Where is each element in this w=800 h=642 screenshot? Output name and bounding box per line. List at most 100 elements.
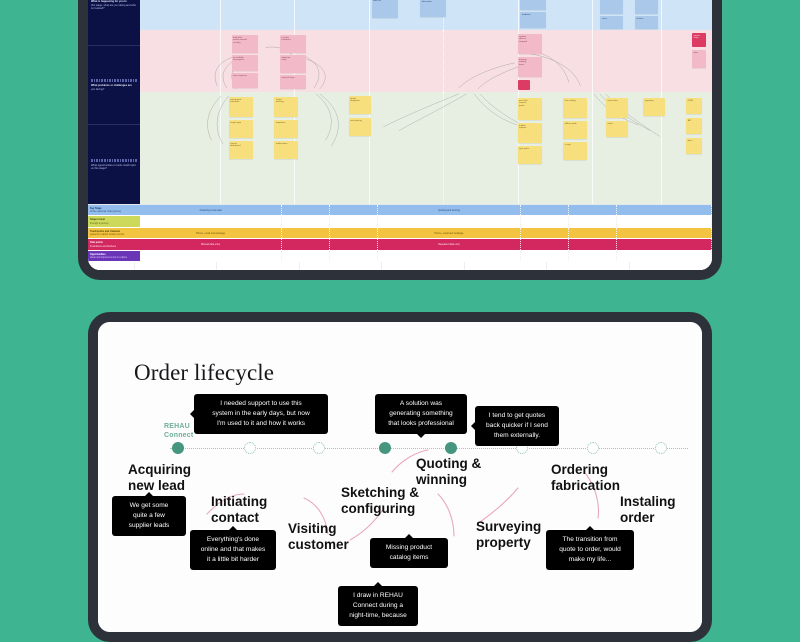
- stage-instaling-order[interactable]: Instaling order: [620, 494, 676, 525]
- journey-matrix-table[interactable]: Key Stage of the customer order journey …: [88, 204, 712, 270]
- matrix-cell[interactable]: [520, 205, 569, 216]
- matrix-row[interactable]: Key Stage of the customer order journey …: [88, 205, 712, 217]
- matrix-cells[interactable]: Phone, email and webpage Phone, email an…: [140, 227, 712, 239]
- matrix-cell[interactable]: [568, 205, 617, 216]
- stage-ordering-fabrication[interactable]: Ordering fabrication: [551, 462, 621, 493]
- sticky-note[interactable]: site surveydate set: [371, 0, 398, 18]
- timeline-dot-5[interactable]: [445, 442, 457, 454]
- row-header-opportunities[interactable]: What opportunities or tools could improv…: [88, 125, 140, 204]
- matrix-cell[interactable]: [616, 239, 712, 250]
- matrix-cell[interactable]: Quoting and winning: [378, 205, 521, 216]
- swimlanes[interactable]: order receivedenquiry datapassed on lead…: [140, 0, 712, 204]
- row-header-problems[interactable]: What problems or challenges are you faci…: [88, 46, 140, 126]
- matrix-cell[interactable]: [282, 205, 331, 216]
- matrix-cell[interactable]: Manual data entry: [140, 239, 283, 250]
- matrix-cell[interactable]: [520, 250, 569, 262]
- matrix-cells[interactable]: [140, 250, 712, 262]
- matrix-cell[interactable]: [282, 227, 331, 239]
- sticky-note[interactable]: feedback: [520, 12, 547, 28]
- matrix-row[interactable]: Opportunities ideas and improvements to …: [88, 250, 712, 263]
- timeline-dot-7[interactable]: [587, 442, 599, 454]
- matrix-row[interactable]: Stages travel through a journey: [88, 216, 712, 228]
- matrix-cell[interactable]: [520, 227, 569, 239]
- quote-support-early-days[interactable]: I needed support to use this system in t…: [190, 394, 328, 434]
- matrix-row[interactable]: Pain points frustrations and blockers Ma…: [88, 239, 712, 251]
- matrix-cell[interactable]: Phone, email and webpage: [140, 227, 283, 239]
- sticky-note[interactable]: API: [686, 118, 703, 134]
- sticky-note[interactable]: notifications: [274, 141, 299, 159]
- matrix-row-header[interactable]: Opportunities ideas and improvements to …: [88, 250, 140, 262]
- matrix-cell[interactable]: [616, 227, 712, 239]
- quote-missing-catalog[interactable]: Missing product catalog items: [370, 534, 448, 568]
- matrix-cells[interactable]: Acquiring a new lead Quoting and winning: [140, 205, 712, 216]
- matrix-cell[interactable]: [568, 250, 617, 262]
- stage-quoting-winning[interactable]: Quoting & winning: [416, 456, 482, 487]
- matrix-cells[interactable]: Manual data entry Repeated data entry: [140, 239, 712, 250]
- matrix-cell[interactable]: Acquiring a new lead: [140, 205, 283, 216]
- sticky-note[interactable]: templates: [274, 120, 299, 138]
- matrix-row-header[interactable]: Pain points frustrations and blockers: [88, 239, 140, 250]
- sticky-note[interactable]: slow response: [231, 73, 258, 88]
- quote-draw-night-time[interactable]: I draw in REHAU Connect during a night-t…: [338, 582, 418, 626]
- quote-quotes-back-quicker[interactable]: I tend to get quotes back quicker if I s…: [471, 406, 559, 446]
- timeline-dot-1[interactable]: [172, 442, 184, 454]
- quote-quote-to-order[interactable]: The transition from quote to order, woul…: [546, 526, 634, 570]
- quote-looks-professional[interactable]: A solution was generating something that…: [375, 394, 467, 438]
- matrix-cell[interactable]: [140, 216, 283, 227]
- timeline-dot-3[interactable]: [313, 442, 325, 454]
- sticky-note[interactable]: close: [600, 16, 624, 29]
- sticky-note[interactable]: offline mode: [563, 121, 588, 139]
- timeline-dot-2[interactable]: [244, 442, 256, 454]
- sticky-note[interactable]: e-sign: [563, 142, 588, 160]
- matrix-row[interactable]: Touchpoints and channels systems in whic…: [88, 227, 712, 240]
- timeline-dot-8[interactable]: [655, 442, 667, 454]
- matrix-cell[interactable]: [616, 216, 712, 227]
- matrix-row-header[interactable]: Touchpoints and channels systems in whic…: [88, 227, 140, 239]
- matrix-cell[interactable]: [378, 216, 521, 227]
- stage-sketching-configuring[interactable]: Sketching & configuring: [341, 485, 420, 516]
- journey-map-board[interactable]: What is happening for you in this stage,…: [88, 0, 712, 270]
- sticky-note[interactable]: sync parts: [517, 146, 542, 164]
- sticky-note[interactable]: handover: [600, 0, 624, 14]
- matrix-cell[interactable]: [330, 239, 379, 250]
- sticky-note[interactable]: reporting: [643, 98, 666, 116]
- stage-initiating-contact[interactable]: Initiating contact: [211, 494, 268, 525]
- matrix-cell[interactable]: [568, 227, 617, 239]
- sticky-note[interactable]: manual steps: [280, 75, 307, 89]
- matrix-cell[interactable]: [616, 205, 712, 216]
- quote-everything-online[interactable]: Everything's done online and that makes …: [190, 526, 276, 570]
- matrix-cell[interactable]: [330, 250, 379, 262]
- sticky-note[interactable]: auto pricing: [348, 118, 371, 136]
- matrix-cell[interactable]: Phone, email and webpage: [378, 227, 521, 239]
- matrix-cell[interactable]: [568, 216, 617, 227]
- matrix-cell[interactable]: [330, 227, 379, 239]
- matrix-cell[interactable]: [330, 205, 379, 216]
- matrix-cell[interactable]: [282, 250, 331, 262]
- matrix-cell[interactable]: [616, 250, 712, 262]
- order-lifecycle-diagram[interactable]: Order lifecycle: [98, 322, 702, 632]
- sticky-note[interactable]: live catalog: [563, 98, 588, 118]
- sticky-note[interactable]: single login: [228, 120, 253, 138]
- matrix-cell[interactable]: [568, 239, 617, 250]
- matrix-cells[interactable]: [140, 216, 712, 227]
- matrix-cell[interactable]: [140, 250, 283, 262]
- sticky-note[interactable]: auto order: [606, 98, 629, 118]
- sticky-note[interactable]: slow: [691, 50, 706, 68]
- matrix-cell[interactable]: [520, 239, 569, 250]
- sticky-note[interactable]: follow up: [520, 0, 547, 10]
- sticky-note[interactable]: CRM: [686, 98, 703, 114]
